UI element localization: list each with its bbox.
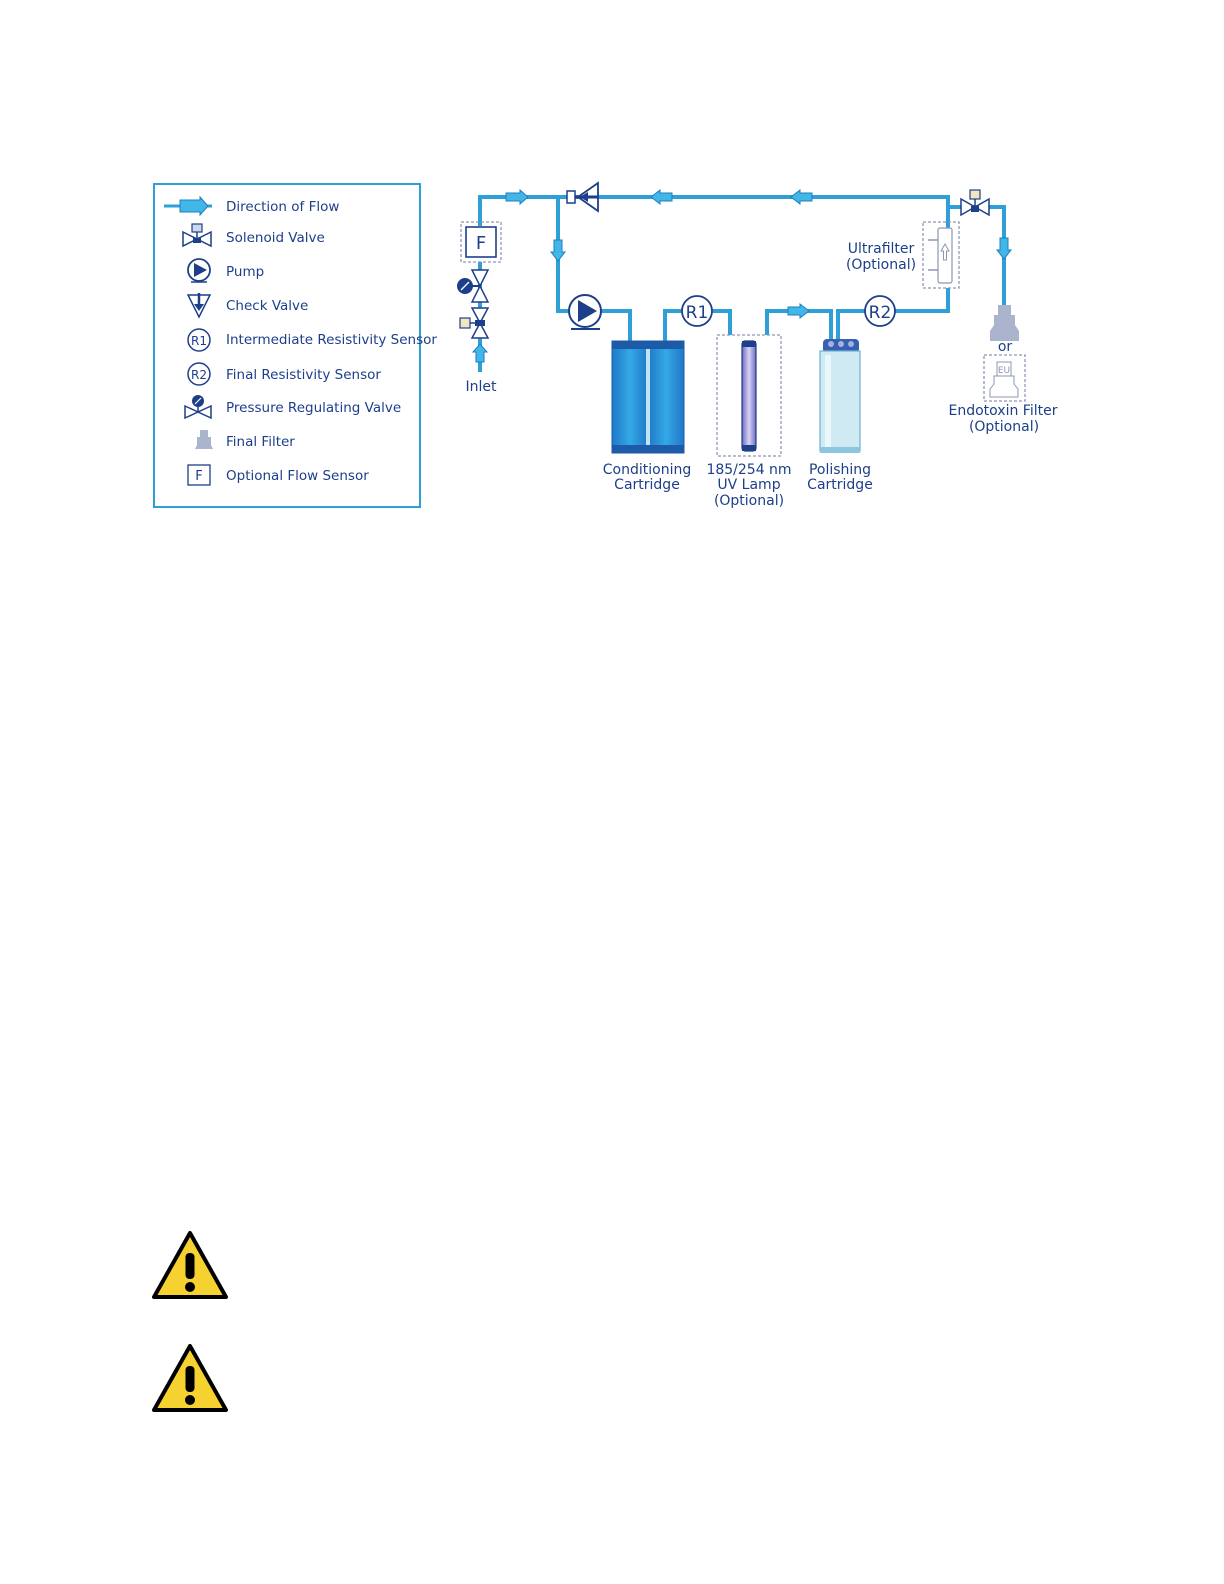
ultrafilter	[922, 221, 960, 289]
svg-text:R1: R1	[686, 303, 709, 323]
solenoid-valve-icon	[459, 307, 490, 339]
endotoxin-label: Endotoxin Filter	[949, 403, 1058, 419]
flow-sensor-icon: F	[460, 221, 502, 263]
polishing-label: Polishing	[809, 462, 871, 478]
legend-label: Direction of Flow	[226, 199, 339, 215]
flow-arrow-icon	[471, 343, 489, 363]
svg-text:R2: R2	[869, 303, 892, 323]
flow-arrow-icon	[650, 188, 673, 206]
solenoid-valve-icon	[182, 223, 212, 248]
flow-sensor-icon: F	[187, 464, 211, 486]
polishing-cartridge	[819, 339, 861, 453]
final-filter-icon	[990, 305, 1019, 341]
flow-arrows	[471, 188, 1013, 363]
r2-sensor-icon: R2	[187, 362, 211, 386]
ultrafilter-label: Ultrafilter	[848, 241, 915, 257]
flow-arrow-icon	[995, 237, 1013, 260]
svg-text:R1: R1	[191, 334, 207, 348]
endotoxin-label: (Optional)	[969, 419, 1039, 435]
endotoxin-filter: EU	[983, 354, 1026, 402]
flow-arrow-icon	[549, 239, 567, 262]
ultrafilter-label: (Optional)	[846, 257, 916, 273]
pressure-regulating-valve-icon	[457, 269, 490, 303]
legend-label: Pressure Regulating Valve	[226, 400, 401, 416]
pump-icon	[568, 294, 602, 330]
legend-box: Direction of Flow Solenoid Valve Pump Ch…	[153, 183, 437, 508]
check-valve-icon	[566, 181, 599, 213]
warning-icon	[152, 1344, 228, 1412]
pressure-regulating-valve-icon	[184, 395, 212, 420]
pump-icon	[187, 258, 211, 283]
conditioning-cartridge	[611, 340, 685, 454]
r1-sensor-icon: R1	[681, 295, 713, 327]
flow-arrow-icon	[790, 188, 813, 206]
uv-lamp	[716, 334, 782, 457]
conditioning-label: Cartridge	[614, 477, 680, 493]
legend-label: Optional Flow Sensor	[226, 468, 369, 484]
polishing-label: Cartridge	[807, 477, 873, 493]
legend-label: Final Filter	[226, 434, 295, 450]
legend-label: Pump	[226, 264, 264, 280]
legend-label: Final Resistivity Sensor	[226, 367, 381, 383]
legend-label: Solenoid Valve	[226, 230, 325, 246]
svg-text:F: F	[476, 233, 486, 254]
svg-text:R2: R2	[191, 368, 207, 382]
svg-text:EU: EU	[998, 366, 1010, 376]
r1-sensor-icon: R1	[187, 328, 211, 352]
or-label: or	[998, 339, 1013, 355]
conditioning-label: Conditioning	[603, 462, 691, 478]
warning-icon	[152, 1231, 228, 1299]
flow-arrow-icon	[505, 188, 529, 206]
final-filter-icon	[195, 430, 213, 449]
flow-arrow-icon	[787, 302, 810, 320]
solenoid-valve-icon	[960, 189, 990, 217]
uv-lamp-label: (Optional)	[714, 493, 784, 509]
legend-label: Check Valve	[226, 298, 308, 314]
r2-sensor-icon: R2	[864, 295, 896, 327]
check-valve-icon	[186, 293, 212, 319]
legend-label: Intermediate Resistivity Sensor	[226, 332, 437, 348]
inlet-label: Inlet	[466, 379, 498, 395]
svg-text:F: F	[195, 469, 202, 484]
uv-lamp-label: UV Lamp	[717, 477, 780, 493]
uv-lamp-label: 185/254 nm	[706, 462, 791, 478]
flow-arrow-icon	[164, 195, 212, 217]
